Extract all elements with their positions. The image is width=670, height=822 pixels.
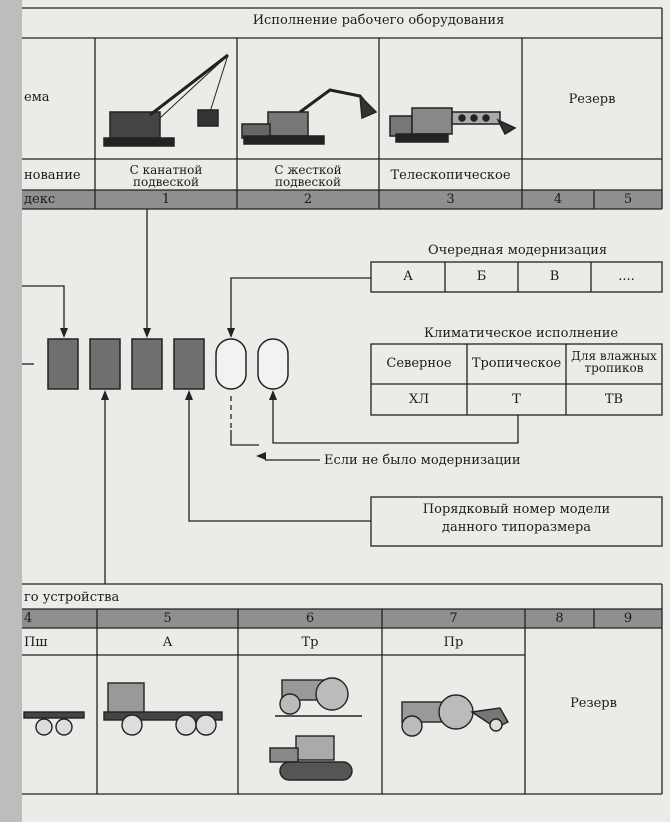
bottom-code-pr: Пр [443,635,464,650]
hydraulic-excavator-illustration [241,88,378,145]
model-number-line1: Порядковый номер модели [422,502,611,517]
wheel-base-illustration [23,711,85,736]
index-block-3 [131,338,163,390]
climate-title: Климатическое исполнение [424,326,619,341]
no-modernization-note: Если не было модернизации [324,453,521,468]
reserve-index-5: 5 [623,192,633,207]
index-oval-2 [257,338,289,390]
modernization-v: В [549,269,560,284]
col3-name: Телескопическое [390,168,511,183]
top-index-bar [22,190,662,209]
modernization-b: Б [476,269,487,284]
col3-index: 3 [446,192,455,207]
bottom-table-header: го устройства [24,590,120,605]
index-oval-1 [215,338,247,390]
crawler-tractor-illustration [269,735,353,781]
bottom-index-5: 5 [163,611,172,626]
modernization-title: Очередная модернизация [428,243,608,258]
climate-north: Северное [386,356,452,371]
telescopic-excavator-illustration [389,107,517,143]
bottom-code-psh: Пш [24,635,48,650]
row-label-name: нование [24,168,81,183]
climate-code-tv: ТВ [604,392,624,407]
modernization-more: .... [618,269,635,284]
modernization-a: А [403,269,413,284]
page-gutter [0,0,22,822]
model-number-line2: данного типоразмера [441,520,592,535]
row-label-index: декс [24,192,56,207]
index-block-4 [173,338,205,390]
bottom-index-6: 6 [305,611,315,626]
bottom-index-4: 4 [24,611,33,626]
bottom-index-8: 8 [555,611,564,626]
bottom-index-9: 9 [623,611,633,626]
top-reserve-label: Резерв [568,92,616,107]
col2-index: 2 [303,192,313,207]
climate-code-hl: ХЛ [408,392,430,407]
industrial-tractor-illustration [401,694,509,737]
wheeled-tractor-illustration [275,677,362,717]
reserve-index-4: 4 [553,192,563,207]
bottom-index-bar [22,609,662,628]
top-table-header: Исполнение рабочего оборудования [252,13,505,28]
climate-tropical: Тропическое [471,356,562,371]
row-label-scheme: ема [24,90,50,105]
truck-chassis-illustration [103,682,223,736]
index-block-2 [89,338,121,390]
bottom-index-7: 7 [449,611,458,626]
bottom-code-tr: Тр [301,635,319,650]
climate-code-t: Т [512,392,521,407]
col1-index: 1 [161,192,171,207]
index-block-1 [47,338,79,390]
bottom-reserve-label: Резерв [570,696,617,711]
crane-illustration [103,53,229,147]
bottom-code-a: А [162,635,173,650]
